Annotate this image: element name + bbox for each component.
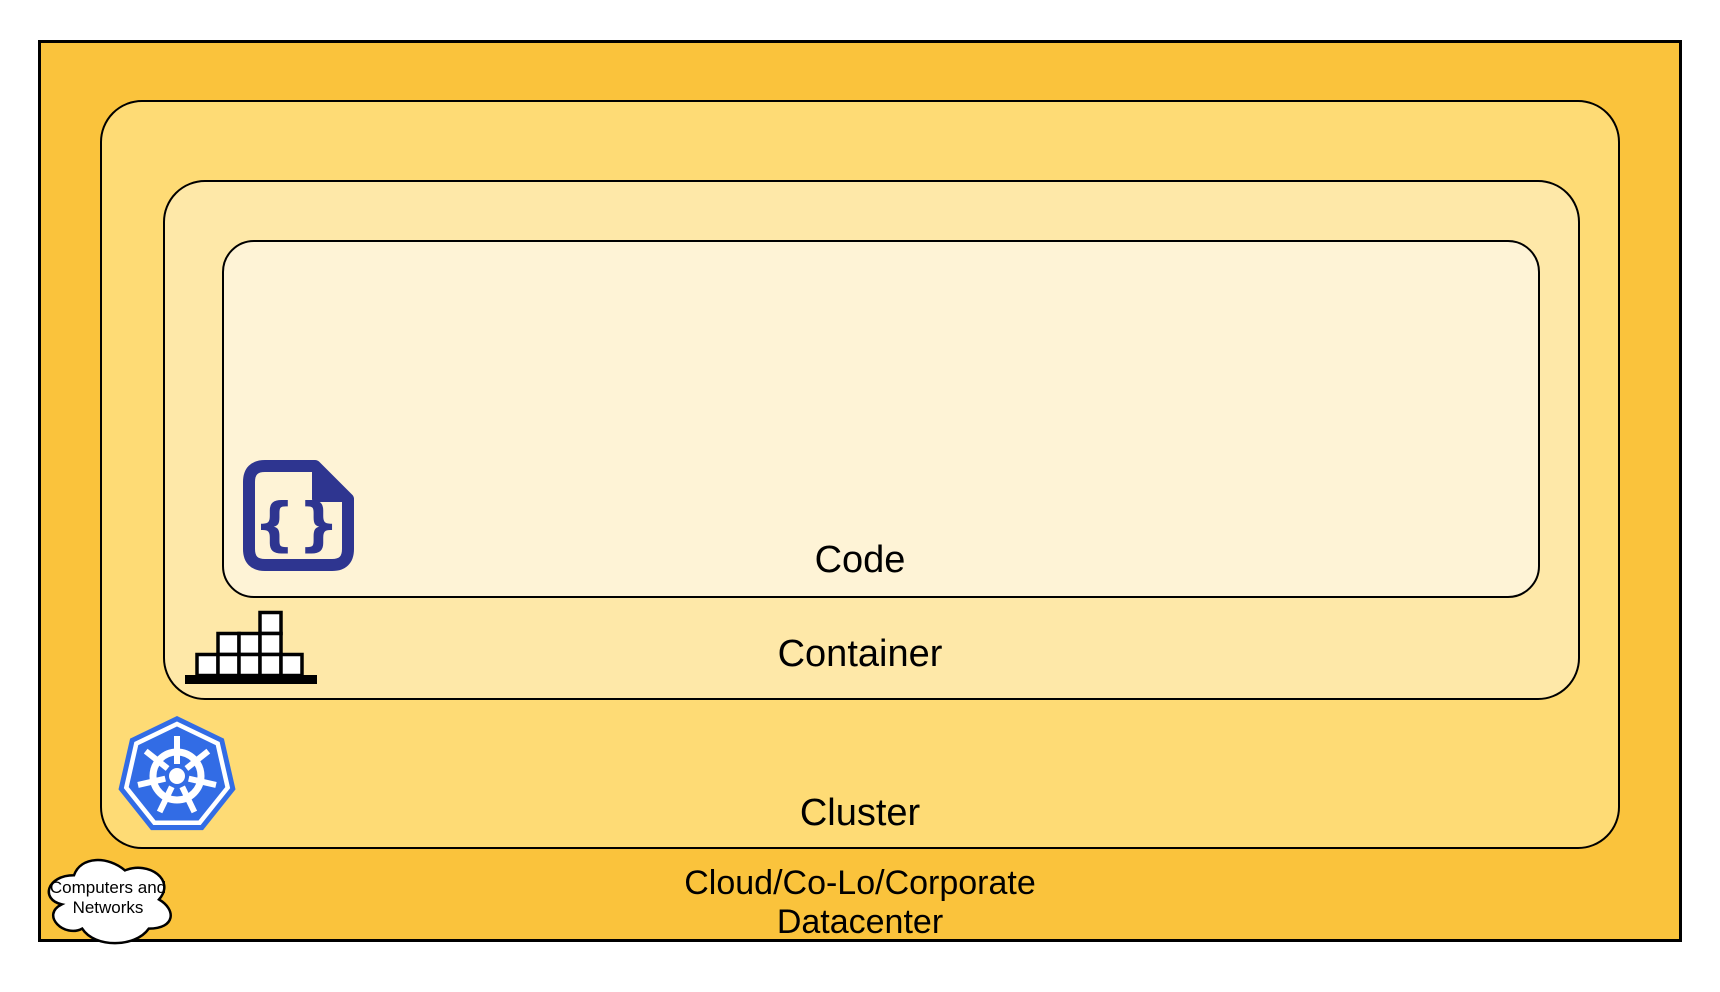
datacenter-label-line2: Datacenter <box>776 903 944 941</box>
code-label: Code <box>814 539 906 581</box>
layer-code <box>222 240 1540 598</box>
folded-corner <box>312 463 351 502</box>
kubernetes-icon <box>118 716 236 831</box>
helm-ring <box>149 748 205 804</box>
cloud-text-line1: Computers and <box>50 878 166 897</box>
datacenter-label-line1: Cloud/Co-Lo/Corporate <box>684 864 1036 902</box>
helm-hub <box>169 768 185 784</box>
container-label: Container <box>777 633 943 675</box>
cloud-text-line2: Networks <box>73 898 144 917</box>
container-stack-icon <box>185 610 317 684</box>
container-base-bar <box>185 675 317 684</box>
datacenter-label: Cloud/Co-Lo/Corporate Datacenter <box>38 864 1682 942</box>
computers-networks-cloud-icon: Computers and Networks <box>47 858 172 945</box>
curly-braces-glyph: {} <box>254 490 343 558</box>
code-file-icon: {} <box>243 460 354 571</box>
cluster-label: Cluster <box>799 792 921 834</box>
